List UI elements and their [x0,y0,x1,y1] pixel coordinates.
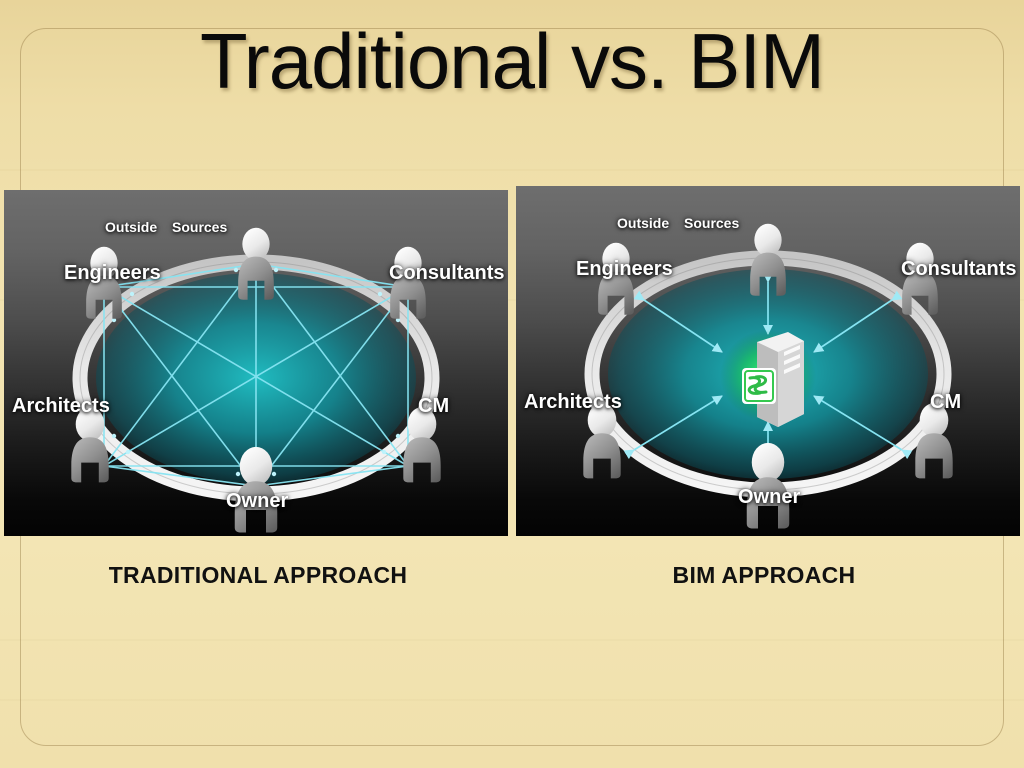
label-sources: Sources [684,215,740,231]
label-consultants: Consultants [389,262,505,284]
label-cm: CM [418,395,450,417]
traditional-diagram-panel: Outside Sources Engineers Consultants Ar… [4,190,508,536]
diagram-panels: Outside Sources Engineers Consultants Ar… [4,186,1020,538]
bim-server-hub [720,330,816,427]
label-sources: Sources [172,219,228,235]
bim-diagram-panel: Outside Sources Engineers Consultants Ar… [516,186,1020,536]
label-architects: Architects [12,395,110,417]
bim-stage: Outside Sources Engineers Consultants Ar… [516,186,1020,536]
person-cm [403,407,441,483]
label-engineers: Engineers [64,262,161,284]
traditional-diagram-svg [71,227,441,533]
mesh-links [103,263,409,487]
person-architects [583,403,621,479]
label-engineers: Engineers [576,258,673,280]
person-architects [71,407,109,483]
label-cm: CM [930,391,962,413]
label-outside: Outside [617,215,670,231]
caption-traditional: TRADITIONAL APPROACH [108,562,408,588]
caption-bim: BIM APPROACH [672,562,856,588]
page-title: Traditional vs. BIM [200,17,825,105]
label-outside: Outside [105,219,158,235]
label-owner: Owner [226,490,289,512]
person-cm [915,403,953,479]
traditional-stage: Outside Sources Engineers Consultants Ar… [4,190,508,536]
bim-diagram-svg [583,223,953,529]
label-owner: Owner [738,486,801,508]
label-architects: Architects [524,391,622,413]
label-consultants: Consultants [901,258,1017,280]
